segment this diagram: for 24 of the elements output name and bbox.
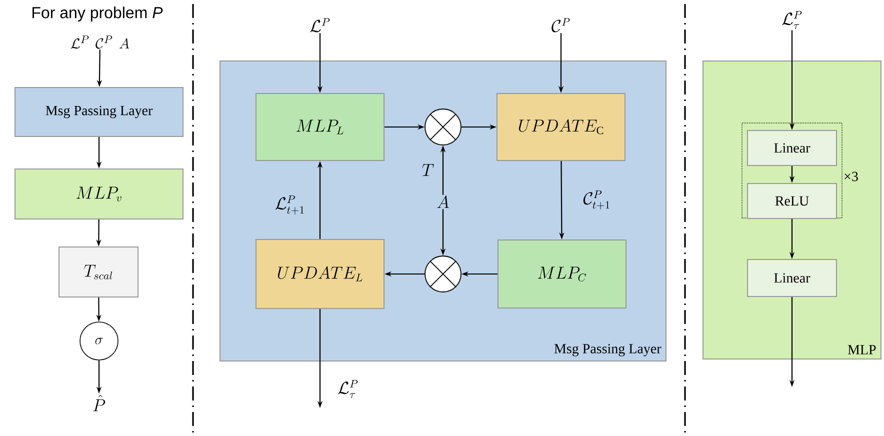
process-box: Linear [747, 259, 837, 297]
multiply-circle [424, 256, 462, 292]
process-box: Msg Passing Layer [14, 87, 184, 137]
edge-label: $T$ [420, 163, 436, 177]
edge-label: $\mathcal{C}_{t+1}^P$ [582, 190, 612, 210]
math-label: $\mathcal{L}^P$ [310, 18, 330, 32]
process-box: $MLP_C$ [498, 240, 626, 308]
process-box: $MLP_v$ [14, 168, 184, 220]
edge-label: $\mathcal{L}_\tau^P$ [336, 378, 360, 399]
process-box: $UPDATE_L$ [256, 239, 384, 309]
process-box: $MLP_L$ [256, 93, 384, 161]
process-box: $UPDATE_{\mathrm{C}}$ [496, 93, 626, 161]
input-symbols: $\mathcal{L}^P$ $\mathcal{C}^P$ $A$ [70, 36, 130, 49]
multiply-circle [424, 108, 462, 146]
math-label: $\hat{P}$ [93, 394, 106, 412]
node-label: ×3 [844, 172, 858, 182]
heading: For any problem P [32, 6, 163, 22]
process-box: ReLU [747, 183, 837, 219]
edge-label: $\mathcal{L}_{t+1}^P$ [274, 194, 306, 216]
math-label: $\mathcal{L}_\tau^P$ [782, 11, 802, 30]
math-label: $A$ [437, 196, 449, 208]
process-box: Linear [747, 130, 837, 166]
process-box: $T_{scal}$ [58, 246, 138, 298]
math-label: $\mathcal{C}^P$ [552, 18, 570, 32]
